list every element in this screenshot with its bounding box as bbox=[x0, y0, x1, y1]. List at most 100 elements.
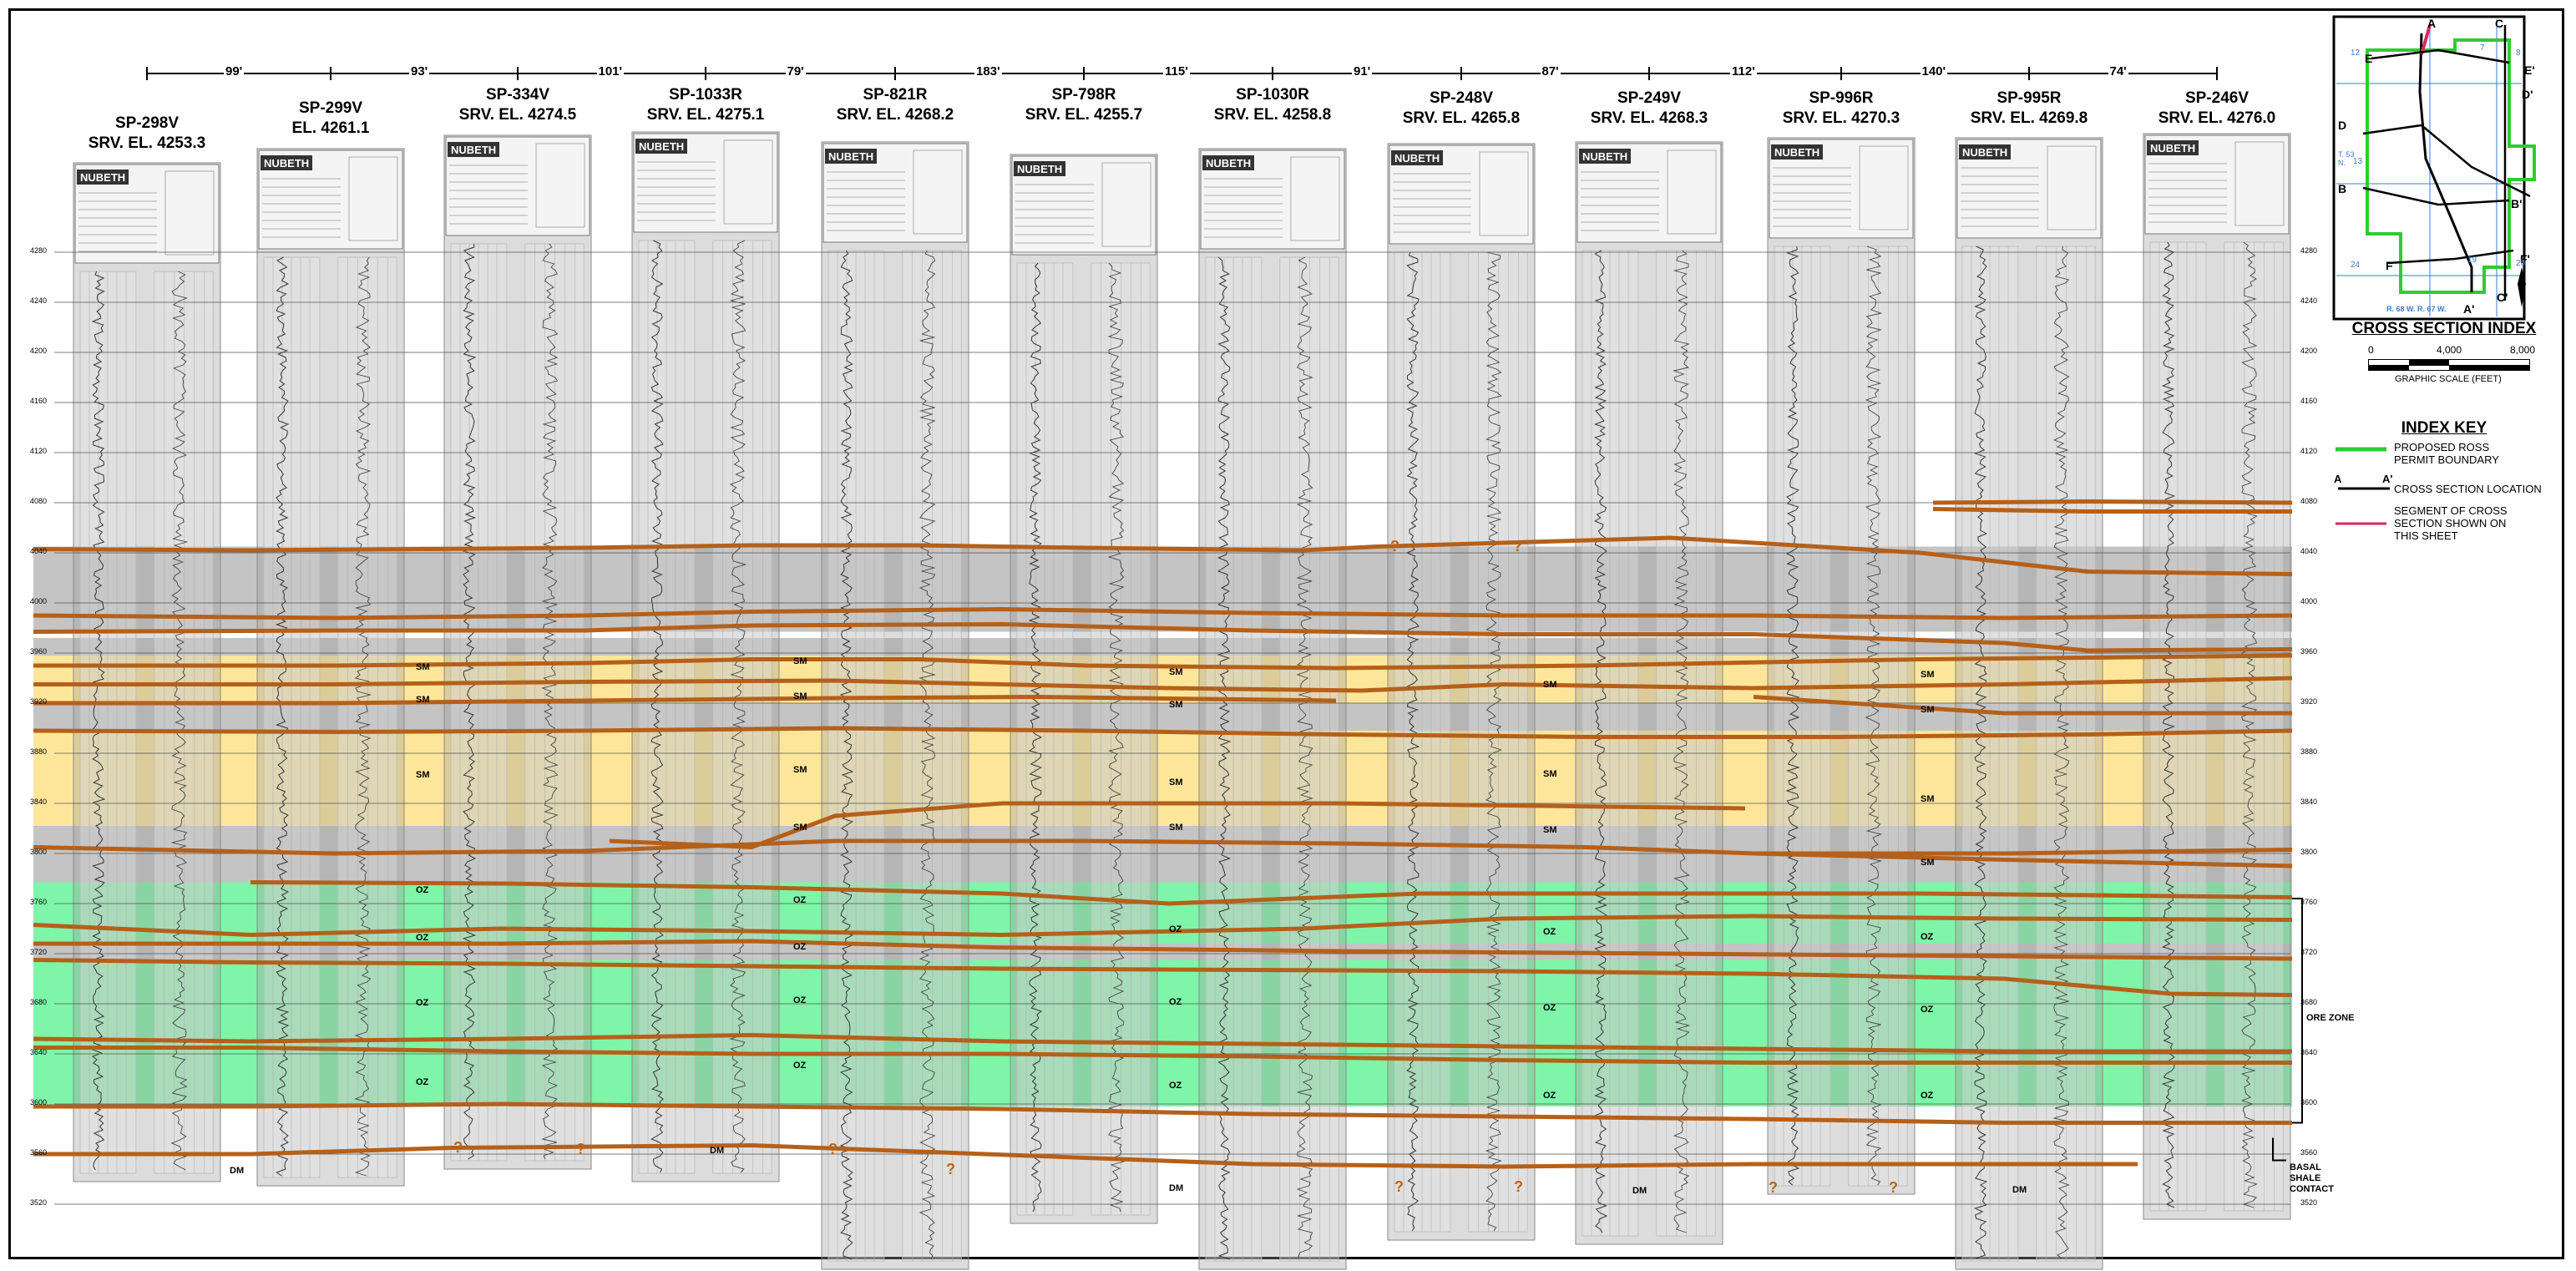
elevation-label-right: 3880 bbox=[2300, 747, 2318, 756]
unit-label-sm: SM bbox=[1169, 667, 1183, 677]
well-spacing-label: 93' bbox=[409, 64, 430, 78]
elevation-label-left: 4160 bbox=[30, 397, 48, 405]
scale-caption: GRAPHIC SCALE (FEET) bbox=[2395, 374, 2502, 384]
unit-label-oz: OZ bbox=[1921, 1091, 1934, 1101]
well-elevation: SRV. EL. 4268.2 bbox=[836, 106, 954, 124]
elevation-label-right: 4160 bbox=[2300, 397, 2318, 405]
map-letter: F bbox=[2386, 259, 2393, 272]
horizon-line bbox=[33, 695, 1337, 706]
well-spacing-label: 183' bbox=[974, 64, 1002, 78]
elevation-label-right: 4040 bbox=[2300, 547, 2318, 555]
unit-label-sm: SM bbox=[1169, 700, 1183, 710]
elevation-label-left: 4040 bbox=[30, 547, 48, 555]
ore-zone-label: ORE ZONE bbox=[2306, 1013, 2355, 1023]
well-log: NUBETH bbox=[2143, 133, 2291, 1220]
log-header-text: NUBETH bbox=[1774, 146, 1819, 159]
horizon-line bbox=[33, 1143, 2138, 1169]
well-spacing-label: 99' bbox=[224, 64, 245, 78]
graphic-scale: 0 4,000 8,000 GRAPHIC SCALE (FEET) bbox=[2368, 344, 2535, 403]
elevation-label-right: 3600 bbox=[2300, 1098, 2318, 1106]
key-a-prime-letter: A' bbox=[2382, 473, 2393, 485]
question-mark: ? bbox=[1394, 1177, 1404, 1195]
map-section-number: 7 bbox=[2480, 43, 2485, 53]
well-name: SP-334V bbox=[485, 86, 550, 104]
horizon-line bbox=[250, 880, 2293, 906]
map-section-number: 12 bbox=[2351, 48, 2361, 58]
question-mark: ? bbox=[1889, 1179, 1898, 1196]
elevation-label-right: 4080 bbox=[2300, 497, 2318, 505]
map-letter: B bbox=[2338, 182, 2347, 195]
index-map bbox=[2332, 15, 2536, 321]
map-section-number: 8 bbox=[2516, 48, 2521, 58]
horizon-line bbox=[33, 914, 2293, 937]
log-header-text: NUBETH bbox=[80, 171, 125, 184]
map-letter: C' bbox=[2497, 291, 2508, 304]
log-header-text: NUBETH bbox=[1206, 157, 1251, 170]
well-spacing-label: 74' bbox=[2108, 64, 2128, 78]
well-name-label: SP-334V SRV. EL. 4274.5 bbox=[422, 85, 614, 125]
elevation-label-right: 4120 bbox=[2300, 447, 2318, 455]
key-boundary-text: PROPOSED ROSS PERMIT BOUNDARY bbox=[2394, 441, 2499, 466]
horizon-line bbox=[33, 958, 2293, 997]
horizon-line bbox=[1932, 507, 2292, 514]
unit-label-dm: DM bbox=[230, 1166, 245, 1176]
map-letter: C bbox=[2495, 17, 2504, 30]
basal-shale-contact-label: BASAL SHALE CONTACT bbox=[2290, 1162, 2334, 1194]
unit-label-sm: SM bbox=[416, 662, 430, 672]
unit-label-sm: SM bbox=[1921, 705, 1935, 715]
horizon-line bbox=[33, 726, 2293, 739]
elevation-label-left: 3760 bbox=[30, 898, 48, 906]
well-spacing-label: 101' bbox=[596, 64, 625, 78]
unit-label-sm: SM bbox=[1543, 768, 1557, 779]
key-location-text: CROSS SECTION LOCATION bbox=[2394, 483, 2542, 495]
unit-label-sm: SM bbox=[1921, 670, 1935, 680]
map-letter: B' bbox=[2511, 197, 2523, 210]
horizon-line bbox=[1753, 851, 2293, 868]
well-elevation: SRV. EL. 4274.5 bbox=[458, 106, 577, 124]
well-elevation: SRV. EL. 4275.1 bbox=[646, 106, 765, 124]
sm-band bbox=[33, 731, 2292, 826]
elevation-label-right: 3520 bbox=[2300, 1198, 2318, 1207]
basal-contact-bracket bbox=[2272, 1137, 2286, 1162]
unit-label-oz: OZ bbox=[1169, 924, 1182, 934]
ore-zone-bracket bbox=[2292, 898, 2303, 1124]
unit-label-dm: DM bbox=[1169, 1183, 1184, 1193]
shale-band bbox=[33, 638, 2292, 656]
horizon-line bbox=[33, 1101, 2292, 1125]
elevation-label-left: 4280 bbox=[30, 246, 48, 255]
elevation-label-left: 4000 bbox=[30, 597, 48, 605]
unit-label-oz: OZ bbox=[1169, 1081, 1182, 1091]
unit-label-oz: OZ bbox=[1543, 1003, 1556, 1013]
log-header-text: NUBETH bbox=[1582, 150, 1627, 163]
log-header-text: NUBETH bbox=[451, 144, 496, 156]
elevation-label-right: 3640 bbox=[2300, 1048, 2318, 1056]
unit-label-sm: SM bbox=[793, 765, 807, 775]
map-letter: E bbox=[2365, 52, 2373, 65]
well-log: NUBETH bbox=[1198, 148, 1347, 1270]
unit-label-sm: SM bbox=[416, 695, 430, 705]
map-letter: F' bbox=[2520, 252, 2530, 266]
log-header-text: NUBETH bbox=[1017, 163, 1062, 175]
elevation-label-right: 3720 bbox=[2300, 948, 2318, 956]
unit-label-sm: SM bbox=[1543, 825, 1557, 835]
horizon-line bbox=[33, 838, 2293, 856]
correlation-horizons bbox=[33, 499, 2293, 1169]
horizon-line bbox=[1932, 499, 2293, 505]
unit-label-oz: OZ bbox=[1921, 1004, 1934, 1015]
well-name: SP-248V bbox=[1429, 89, 1494, 107]
question-mark: ? bbox=[1514, 1177, 1523, 1195]
well-name: SP-995R bbox=[1997, 89, 2062, 107]
elevation-label-right: 3800 bbox=[2300, 848, 2318, 856]
oz-band bbox=[33, 960, 2292, 1106]
log-header-text: NUBETH bbox=[639, 140, 684, 153]
well-elevation: SRV. EL. 4269.8 bbox=[1970, 109, 2088, 127]
scale-tick-4000: 4,000 bbox=[2437, 344, 2462, 356]
well-log: NUBETH bbox=[1387, 143, 1536, 1241]
township-label: T. 53 N. bbox=[2338, 150, 2355, 167]
map-section-number: 20 bbox=[2516, 259, 2526, 268]
